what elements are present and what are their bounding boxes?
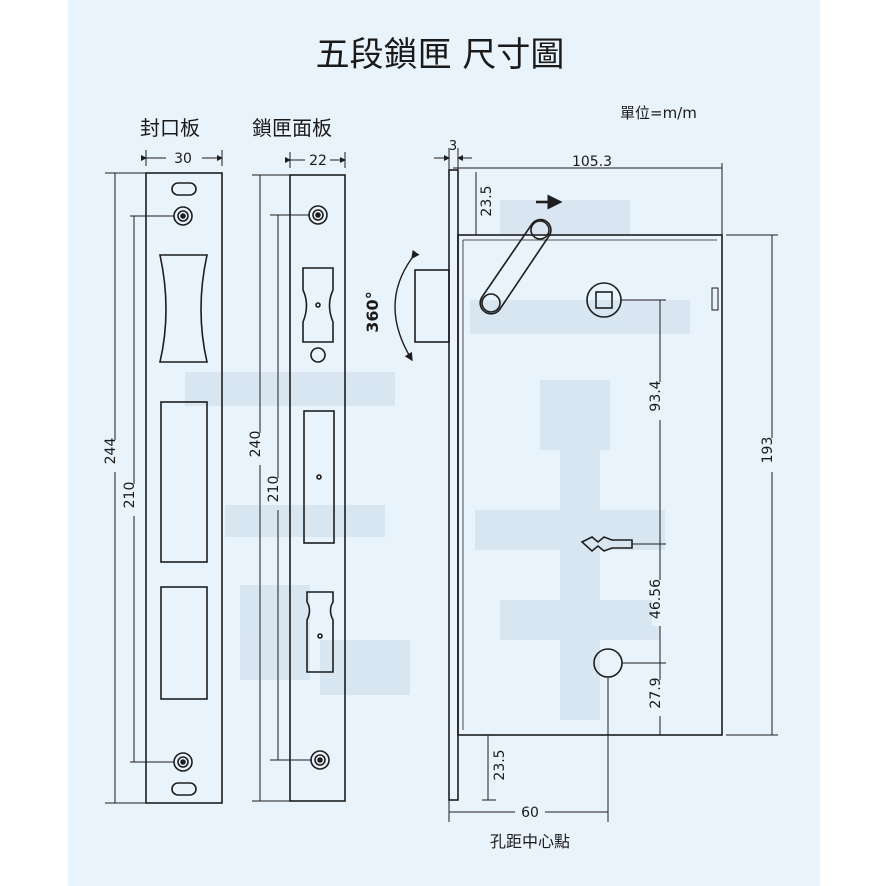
top-width-dim: 105.3: [572, 154, 612, 170]
spacing-middle-dim: 46.56: [648, 579, 664, 619]
cover-plate-hole-spacing: 210: [122, 482, 138, 509]
backset-note: 孔距中心點: [490, 832, 570, 851]
rotation-label: 360°: [363, 291, 382, 332]
lock-body: 360° 105.3 3: [363, 139, 778, 851]
face-plate-label: 鎖匣面板: [252, 116, 332, 140]
unit-label: 單位=m/m: [620, 104, 697, 122]
face-plate-hole-spacing: 210: [266, 476, 282, 503]
face-plate: 鎖匣面板 22: [248, 116, 346, 802]
plate-thickness-dim: 3: [449, 139, 457, 154]
top-offset-dim: 23.5: [479, 185, 495, 216]
watermark: [185, 200, 690, 720]
cover-plate: 封口板 30: [103, 116, 223, 804]
cover-plate-width: 30: [174, 151, 192, 167]
drawing-background: [68, 0, 820, 886]
spacing-lower-dim: 27.9: [648, 677, 664, 708]
cover-plate-height: 244: [103, 438, 119, 465]
page-title: 五段鎖匣 尺寸圖: [316, 35, 565, 75]
cover-plate-label: 封口板: [140, 116, 200, 140]
height-dim: 193: [760, 437, 776, 464]
face-plate-width: 22: [309, 153, 327, 169]
bottom-offset-dim: 23.5: [492, 749, 508, 780]
backset-dim: 60: [521, 805, 539, 821]
spacing-upper-dim: 93.4: [648, 380, 664, 411]
face-plate-height: 240: [248, 431, 264, 458]
